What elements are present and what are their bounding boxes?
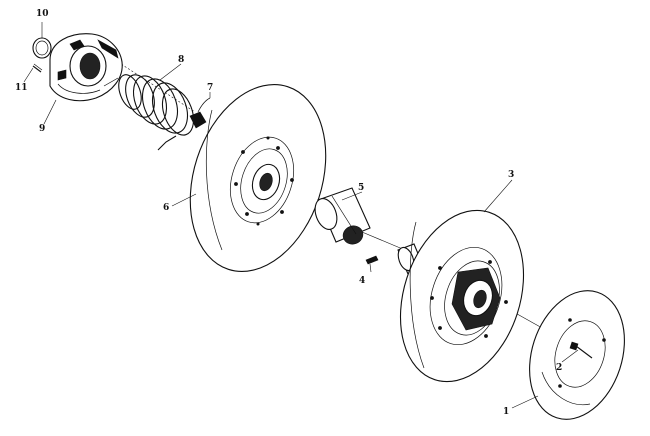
callout-6: 6 — [163, 203, 169, 213]
key — [365, 255, 379, 265]
spring-retainer-clip — [189, 97, 211, 129]
callout-3: 3 — [508, 170, 514, 180]
callout-7: 7 — [207, 83, 213, 93]
roll-pin — [32, 63, 43, 73]
callout-5: 5 — [358, 183, 364, 193]
cam — [49, 33, 123, 102]
leader-lines — [23, 22, 579, 409]
callout-11: 11 — [15, 83, 28, 93]
stationary-face-cover — [529, 290, 625, 420]
cap-screw — [569, 341, 593, 359]
callout-8: 8 — [178, 55, 184, 65]
callout-4: 4 — [359, 276, 365, 286]
driven-movable-sheave — [189, 84, 327, 272]
callout-10: 10 — [36, 9, 49, 19]
bushing-sleeve — [314, 187, 371, 245]
compression-spring — [118, 74, 195, 151]
driven-stationary-sheave — [397, 209, 525, 383]
callout-1: 1 — [503, 407, 509, 417]
callout-2: 2 — [556, 363, 562, 373]
callout-labels: 10 11 9 8 7 6 5 4 3 2 1 — [15, 9, 562, 417]
callout-9: 9 — [39, 124, 45, 134]
snap-ring — [32, 37, 52, 59]
